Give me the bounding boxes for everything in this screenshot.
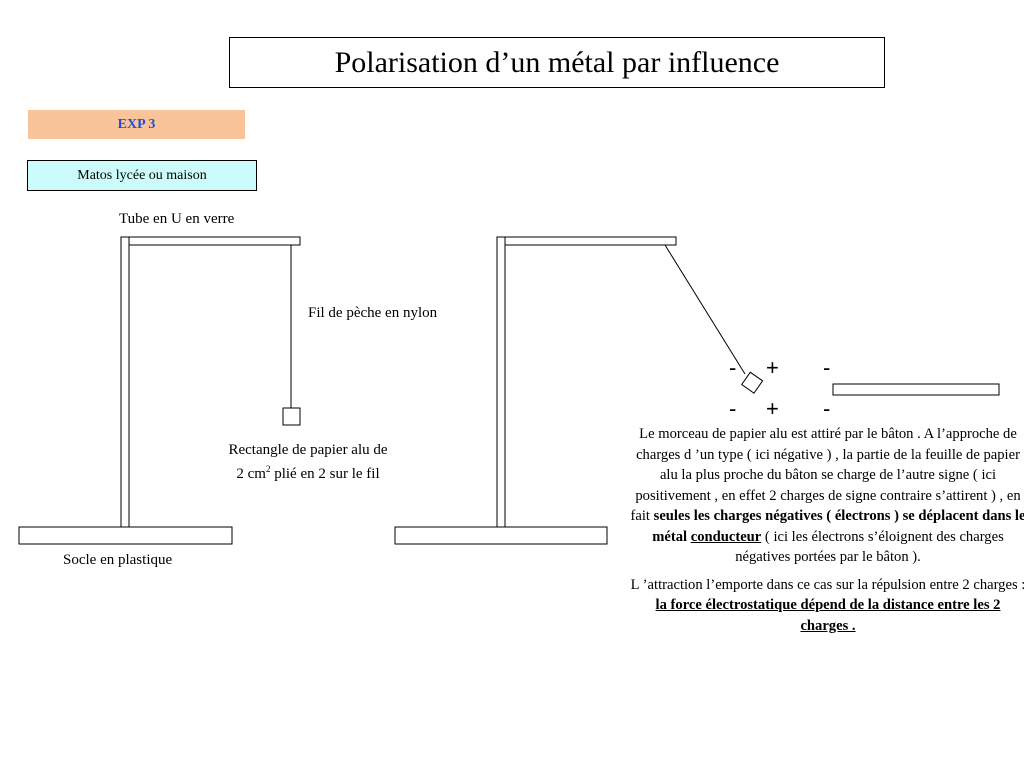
stand-arm-left <box>128 236 301 246</box>
charge-row2-left: - <box>729 396 737 421</box>
nylon-thread-right <box>664 244 746 375</box>
explanation-p1-a: Le morceau de papier alu est attiré par … <box>630 426 1021 524</box>
label-tube: Tube en U en verre <box>119 211 235 227</box>
label-socle: Socle en plastique <box>63 552 173 568</box>
apparatus-right <box>394 236 1000 545</box>
foil-square-left <box>282 407 301 426</box>
explanation-p2-a: L ’attraction l’emporte dans ce cas sur … <box>630 576 1024 593</box>
explanation-p1-bold: seules les charges négatives ( électrons… <box>652 508 1024 545</box>
page-title: Polarisation d’un métal par influence <box>229 37 885 88</box>
label-rectangle-post: plié en 2 sur le fil <box>270 466 380 482</box>
charge-row1-right: - <box>823 355 831 380</box>
charge-row1-left: - <box>729 355 737 380</box>
explanation-paragraph-2: L ’attraction l’emporte dans ce cas sur … <box>630 575 1024 637</box>
charged-rod <box>832 383 1000 396</box>
label-rectangle-sup: 2 <box>265 464 271 474</box>
stand-arm-right <box>504 236 677 246</box>
base-left <box>18 526 233 545</box>
matos-label-box: Matos lycée ou maison <box>27 160 257 191</box>
stand-pole-right <box>496 236 506 528</box>
exp-badge: EXP 3 <box>28 110 245 139</box>
charge-row1-mid: + <box>766 355 779 380</box>
apparatus-left <box>18 236 301 545</box>
explanation-text: Le morceau de papier alu est attiré par … <box>630 424 1024 636</box>
explanation-p2-bold: la force électrostatique dépend de la di… <box>655 597 1001 634</box>
explanation-p1-conducteur: conducteur <box>690 528 762 545</box>
explanation-p1-e: ( ici les électrons s’éloignent des char… <box>735 528 1004 566</box>
foil-square-right <box>740 371 764 394</box>
charge-row2-right: - <box>823 396 831 421</box>
label-rectangle: Rectangle de papier alu de 2 cm2 plié en… <box>225 441 391 484</box>
charge-row2-mid: + <box>766 396 779 421</box>
label-fil: Fil de pèche en nylon <box>308 305 438 321</box>
stand-pole-left <box>120 236 130 528</box>
explanation-paragraph-1: Le morceau de papier alu est attiré par … <box>630 424 1024 568</box>
label-rectangle-pre: Rectangle de papier alu de 2 cm <box>228 442 388 482</box>
base-right <box>394 526 608 545</box>
